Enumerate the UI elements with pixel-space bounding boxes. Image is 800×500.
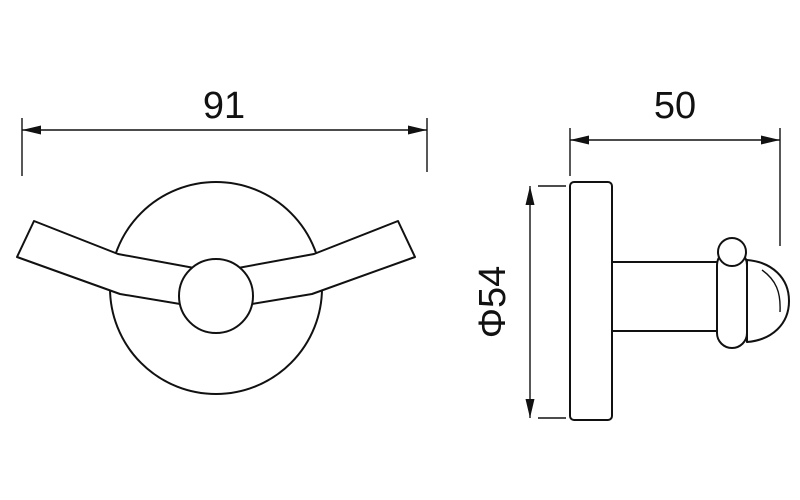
side-view: 50 Φ54 [472,85,790,421]
diameter-arrow-bottom [525,399,535,418]
width-arrow-right [408,125,427,135]
depth-arrow-right [761,135,780,145]
wall-plate-side [569,181,613,421]
diameter-dimension-label: Φ54 [472,266,514,339]
width-arrow-left [22,125,41,135]
diameter-dimension: Φ54 [472,185,566,419]
hook-curve [746,259,790,343]
depth-dimension: 50 [569,85,781,246]
depth-dimension-label: 50 [654,85,696,127]
hook-curve-highlight [761,269,781,313]
diameter-arrow-top [525,186,535,205]
depth-arrow-left [570,135,589,145]
width-dimension-label: 91 [203,85,245,127]
front-view: 91 [16,85,428,395]
width-dimension: 91 [21,85,428,176]
hook-ball-tip [717,237,747,267]
center-boss-circle [178,258,254,334]
